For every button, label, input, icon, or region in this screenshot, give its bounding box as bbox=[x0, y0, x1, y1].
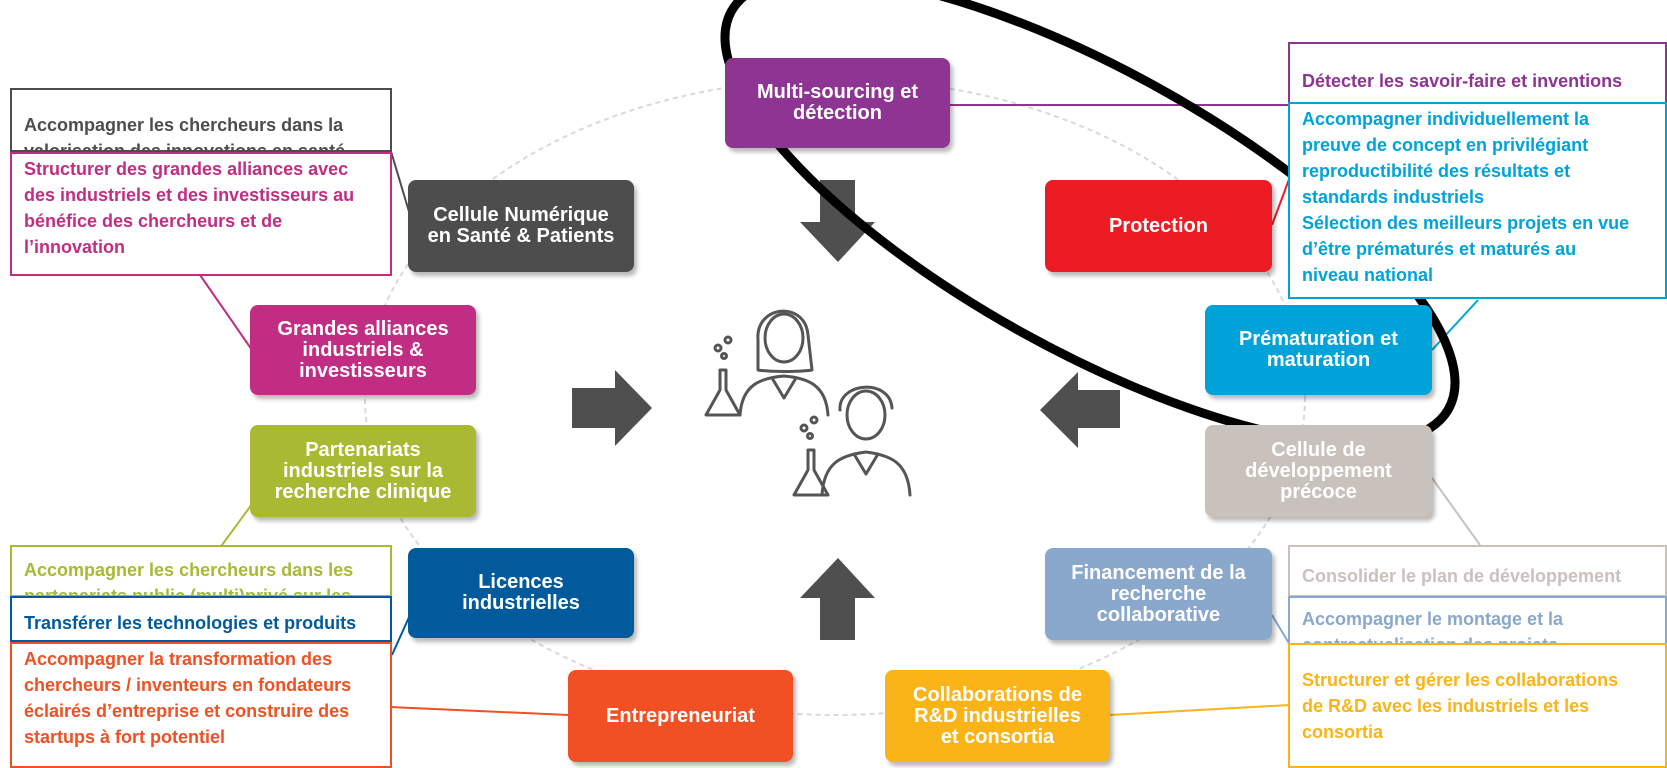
node-financement-label: Financement de la recherche collaborativ… bbox=[1071, 561, 1246, 626]
callout-alliances-text: Structurer des grandes alliances avec de… bbox=[24, 159, 355, 257]
connector-developpement bbox=[1431, 477, 1481, 546]
callout-licences-text: Transférer les technologies et produits bbox=[24, 613, 357, 633]
node-cellule-num-label: Cellule Numérique en Santé & Patients bbox=[427, 204, 615, 247]
callout-partenariats: Accompagner les chercheurs dans les part… bbox=[10, 545, 392, 597]
callout-collaborations: Structurer et gérer les collaborations d… bbox=[1288, 643, 1667, 768]
node-prematuration-label: Prématuration et maturation bbox=[1239, 328, 1398, 371]
node-collaborations-label: Collaborations de R&D industrielles et c… bbox=[913, 683, 1082, 748]
node-grandes-alliances[interactable]: Grandes alliances industriels & investis… bbox=[250, 305, 476, 395]
connector-alliances bbox=[199, 274, 253, 351]
callout-partenariats-text: Accompagner les chercheurs dans les part… bbox=[24, 560, 354, 597]
callout-maturation: Accompagner individuellement la preuve d… bbox=[1288, 102, 1667, 299]
node-licences-label: Licences industrielles bbox=[462, 571, 580, 614]
callout-developpement: Consolider le plan de développement bbox=[1288, 545, 1667, 597]
arrow-right bbox=[572, 370, 652, 446]
arrow-up bbox=[800, 558, 875, 640]
node-cellule-dev[interactable]: Cellule de développement précoce bbox=[1205, 425, 1432, 517]
node-grandes-alliances-label: Grandes alliances industriels & investis… bbox=[277, 317, 449, 382]
callout-entrepreneuriat-text: Accompagner la transformation des cherch… bbox=[24, 649, 352, 747]
node-financement[interactable]: Financement de la recherche collaborativ… bbox=[1045, 548, 1272, 640]
callout-entrepreneuriat: Accompagner la transformation des cherch… bbox=[10, 642, 392, 768]
node-cellule-dev-label: Cellule de développement précoce bbox=[1245, 438, 1392, 503]
node-partenariats[interactable]: Partenariats industriels sur la recherch… bbox=[250, 425, 476, 517]
connector-maturation bbox=[1431, 299, 1479, 351]
highlight-ellipse bbox=[720, 0, 1460, 448]
callout-collaborations-text: Structurer et gérer les collaborations d… bbox=[1302, 670, 1619, 742]
connector-licences bbox=[391, 614, 411, 656]
node-licences[interactable]: Licences industrielles bbox=[408, 548, 634, 638]
callout-detection-text: Détecter les savoir-faire et inventions bbox=[1302, 71, 1623, 91]
callout-alliances: Structurer des grandes alliances avec de… bbox=[10, 152, 392, 276]
node-multisourcing[interactable]: Multi-sourcing et détection bbox=[725, 58, 950, 148]
node-multisourcing-label: Multi-sourcing et détection bbox=[756, 81, 919, 124]
connector-numerique bbox=[389, 147, 411, 216]
node-partenariats-label: Partenariats industriels sur la recherch… bbox=[274, 438, 452, 503]
callout-maturation-text: Accompagner individuellement la preuve d… bbox=[1302, 109, 1630, 285]
callout-financement-text: Accompagner le montage et la contractual… bbox=[1302, 609, 1564, 648]
researchers-icon bbox=[704, 309, 912, 497]
node-entrepreneuriat-label: Entrepreneuriat bbox=[606, 704, 755, 727]
callout-developpement-text: Consolider le plan de développement bbox=[1302, 566, 1622, 586]
node-prematuration[interactable]: Prématuration et maturation bbox=[1205, 305, 1432, 395]
callout-detection: Détecter les savoir-faire et inventions bbox=[1288, 42, 1667, 106]
connector-financement bbox=[1271, 614, 1291, 646]
callout-numerique: Accompagner les chercheurs dans la valor… bbox=[10, 88, 392, 152]
callout-numerique-text: Accompagner les chercheurs dans la valor… bbox=[24, 115, 346, 152]
node-protection[interactable]: Protection bbox=[1045, 180, 1272, 272]
connector-collaborations bbox=[1109, 704, 1291, 716]
node-collaborations[interactable]: Collaborations de R&D industrielles et c… bbox=[885, 670, 1110, 762]
arrow-left bbox=[1040, 372, 1120, 448]
arrow-down bbox=[800, 180, 875, 262]
node-cellule-num[interactable]: Cellule Numérique en Santé & Patients bbox=[408, 180, 634, 272]
node-protection-label: Protection bbox=[1109, 214, 1208, 237]
node-entrepreneuriat[interactable]: Entrepreneuriat bbox=[568, 670, 793, 762]
connector-entrepreneuriat bbox=[389, 706, 569, 716]
callout-financement: Accompagner le montage et la contractual… bbox=[1288, 596, 1667, 648]
callout-licences: Transférer les technologies et produits bbox=[10, 596, 392, 642]
